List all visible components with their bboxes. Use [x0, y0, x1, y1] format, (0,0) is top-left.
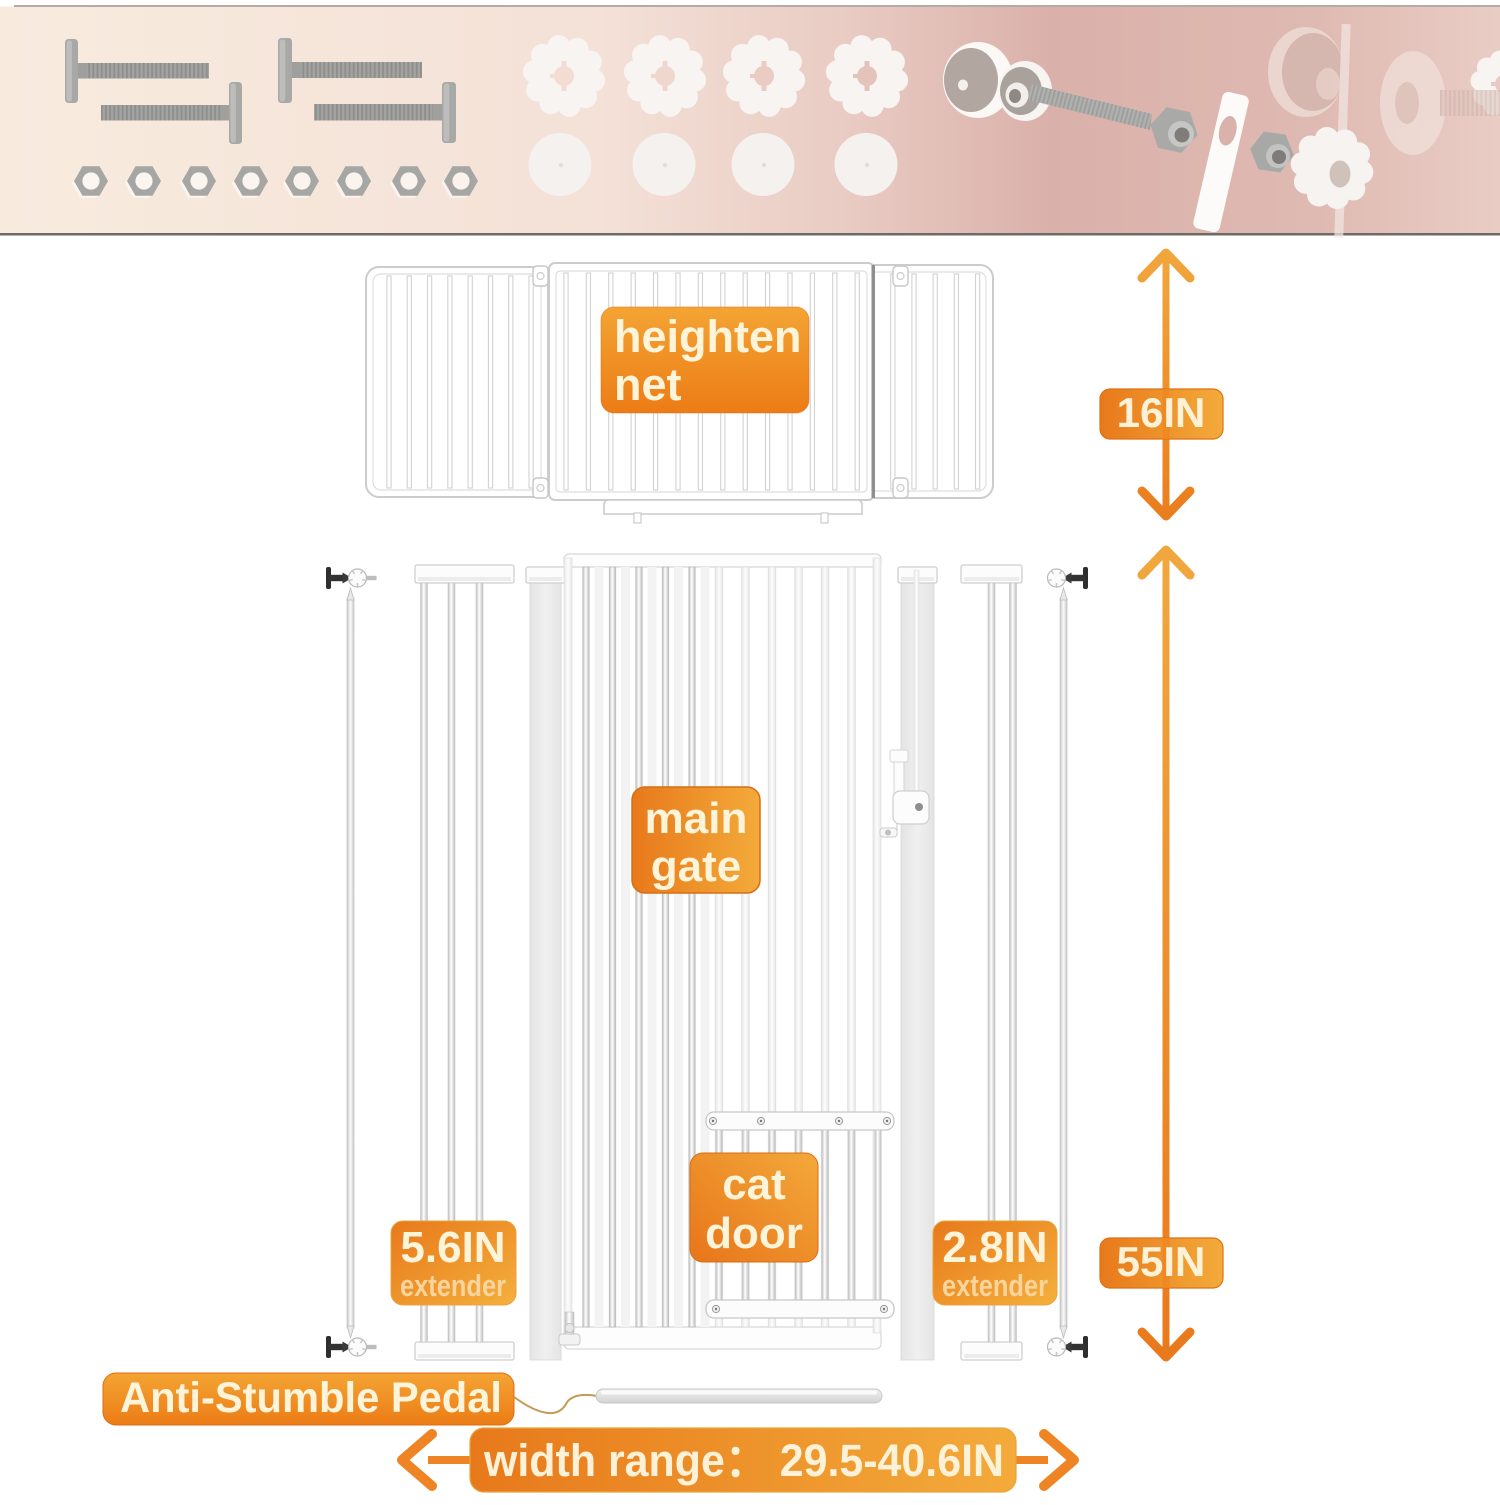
- svg-text:gate: gate: [651, 842, 741, 891]
- svg-text:extender: extender: [942, 1268, 1048, 1303]
- svg-text:extender: extender: [400, 1268, 506, 1303]
- svg-text:width range： 29.5-40.6IN: width range： 29.5-40.6IN: [483, 1435, 1004, 1486]
- svg-text:net: net: [614, 359, 682, 410]
- svg-text:door: door: [705, 1209, 803, 1258]
- svg-text:cat: cat: [722, 1160, 786, 1209]
- svg-text:5.6IN: 5.6IN: [400, 1223, 505, 1272]
- svg-text:16IN: 16IN: [1117, 389, 1206, 436]
- svg-text:main: main: [645, 794, 748, 843]
- svg-text:55IN: 55IN: [1117, 1238, 1206, 1285]
- svg-text:Anti-Stumble Pedal: Anti-Stumble Pedal: [120, 1374, 502, 1422]
- svg-text:2.8IN: 2.8IN: [942, 1223, 1047, 1272]
- svg-text:heighten: heighten: [614, 311, 802, 362]
